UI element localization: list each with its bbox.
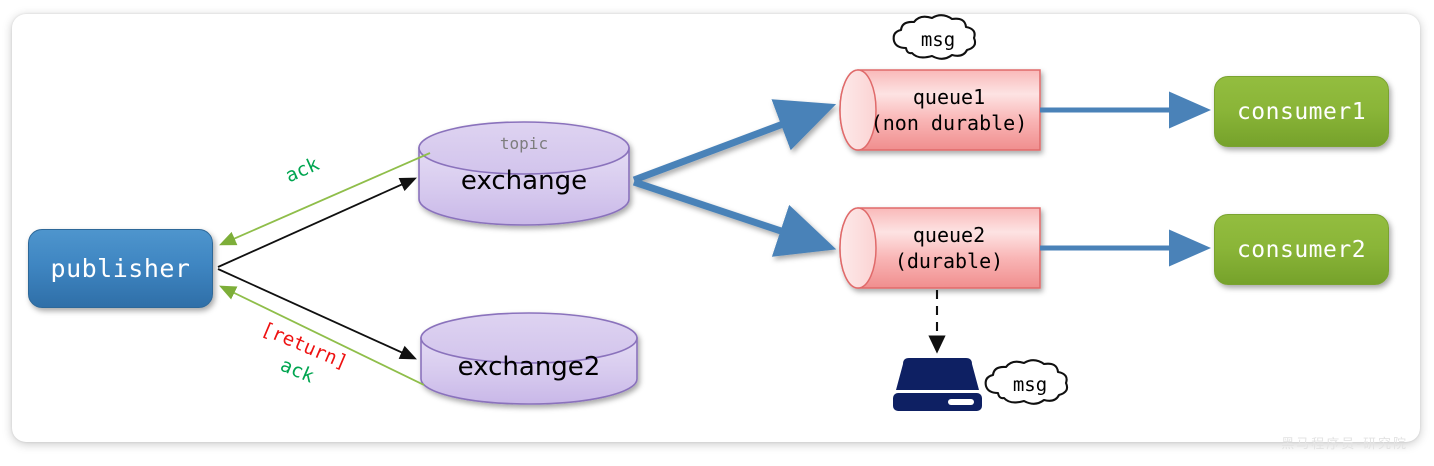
queue1-node-shape[interactable] — [839, 69, 1041, 151]
edge-exchange-to-queue1 — [632, 99, 837, 184]
edge-publisher-to-exchange2 — [217, 268, 417, 360]
edge-exchange-to-queue2 — [632, 178, 837, 257]
edge-publisher-to-exchange — [217, 177, 417, 268]
edge-exchange2-return-to-publisher — [219, 285, 425, 386]
exchange-node-shape[interactable] — [418, 121, 630, 226]
msg-cloud-top-shape — [892, 14, 977, 60]
publisher-label: publisher — [50, 254, 191, 283]
consumer1-label: consumer1 — [1236, 98, 1367, 125]
disk-icon — [893, 358, 982, 411]
msg-cloud-disk-shape — [984, 359, 1069, 405]
consumer1-node[interactable]: consumer1 — [1214, 76, 1389, 147]
queue2-node-shape[interactable] — [839, 207, 1041, 289]
consumer2-label: consumer2 — [1236, 236, 1367, 263]
consumer2-node[interactable]: consumer2 — [1214, 214, 1389, 285]
publisher-node[interactable]: publisher — [28, 229, 213, 308]
diagram-card — [12, 14, 1420, 442]
exchange2-node-shape[interactable] — [420, 312, 638, 405]
edge-exchange-ack-to-publisher — [219, 152, 431, 246]
watermark-text: 黑马程序员-研究院 — [1281, 437, 1408, 452]
